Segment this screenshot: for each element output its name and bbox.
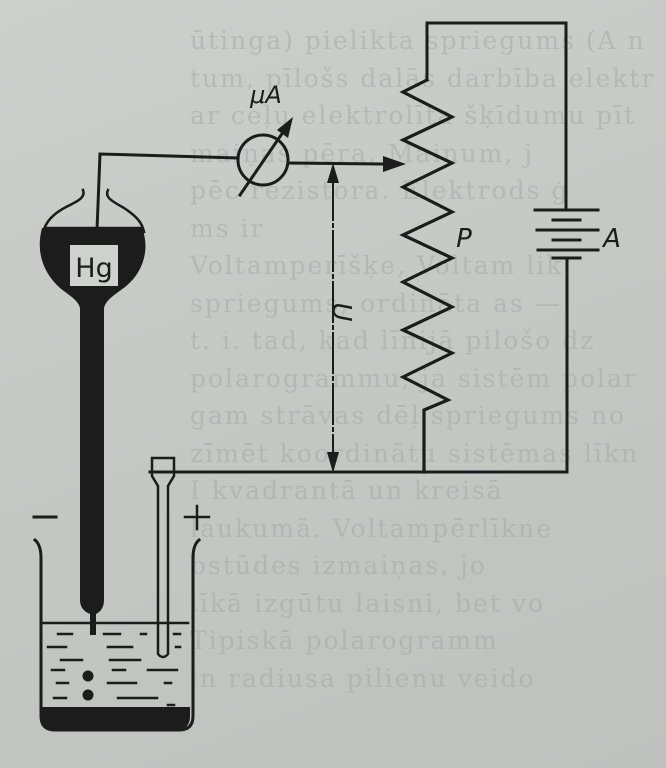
mercury-reservoir bbox=[39, 228, 146, 635]
microammeter-label: μA bbox=[249, 81, 282, 109]
text-line: ms ir bbox=[190, 213, 265, 243]
text-line: pēc rezistora. Elektrods ģ bbox=[190, 176, 570, 205]
battery-label: A bbox=[601, 224, 621, 254]
text-line: spriegums, ordināta as — bbox=[190, 288, 562, 318]
needle-arrowhead bbox=[277, 117, 293, 138]
text-line: ūtinga) pielikta spriegums (A n bbox=[190, 26, 646, 55]
voltage-label: U bbox=[326, 302, 356, 321]
text-line: līkā izgūtu laisni, bet vo bbox=[190, 588, 546, 618]
text-line: Tipiskā polarogramm bbox=[190, 626, 499, 655]
text-line: I kvadrantā un kreisā bbox=[190, 476, 504, 505]
electrolyte-hatching bbox=[46, 632, 182, 707]
text-line: ar ceļu elektrolīta šķīdumu pīt bbox=[190, 101, 637, 130]
hg-label-box bbox=[70, 245, 118, 286]
text-line: Voltamperīšķe, Voltam lik bbox=[190, 251, 564, 280]
hg-label: Hg bbox=[75, 253, 112, 284]
battery-symbol bbox=[533, 208, 600, 260]
text-line: tum, pīlošs dalās darbība elektr bbox=[190, 63, 656, 93]
mercury-drop bbox=[82, 670, 94, 682]
text-line: polarogrammu, ja sistēm polar bbox=[190, 363, 638, 393]
potentiometer-label: P bbox=[456, 224, 472, 254]
voltage-arrow-down bbox=[327, 452, 339, 473]
text-line: gam strāvas dēļ spriegums no bbox=[190, 401, 627, 430]
wire-top-loop bbox=[425, 21, 568, 210]
text-line: bstūdes izmaiņas, jo bbox=[190, 551, 487, 580]
microammeter-icon bbox=[236, 133, 290, 187]
text-line: zīmēt koordinātu sistēmas līkn bbox=[190, 438, 640, 468]
text-line: t. i. tad, kad līnijā pilošo dz bbox=[190, 326, 596, 355]
wire-to-slider bbox=[286, 161, 387, 166]
reference-electrode bbox=[150, 456, 176, 659]
potentiometer-resistor bbox=[399, 77, 456, 474]
show-through-text: ūtinga) pielikta spriegums (A n tum, pīl… bbox=[190, 22, 666, 697]
slider-arrowhead bbox=[383, 156, 406, 172]
microammeter-needle bbox=[237, 119, 293, 198]
flask-outline bbox=[41, 188, 146, 234]
mercury-drop bbox=[82, 689, 94, 701]
voltage-arrow-up bbox=[327, 163, 339, 183]
beaker-mercury-pool bbox=[41, 707, 190, 730]
text-line: in radiusa pilienu veido bbox=[190, 663, 536, 693]
wire-to-flask bbox=[95, 152, 240, 232]
text-line: laukumā. Voltampērlīkne bbox=[190, 513, 554, 543]
plus-sign bbox=[183, 504, 211, 531]
